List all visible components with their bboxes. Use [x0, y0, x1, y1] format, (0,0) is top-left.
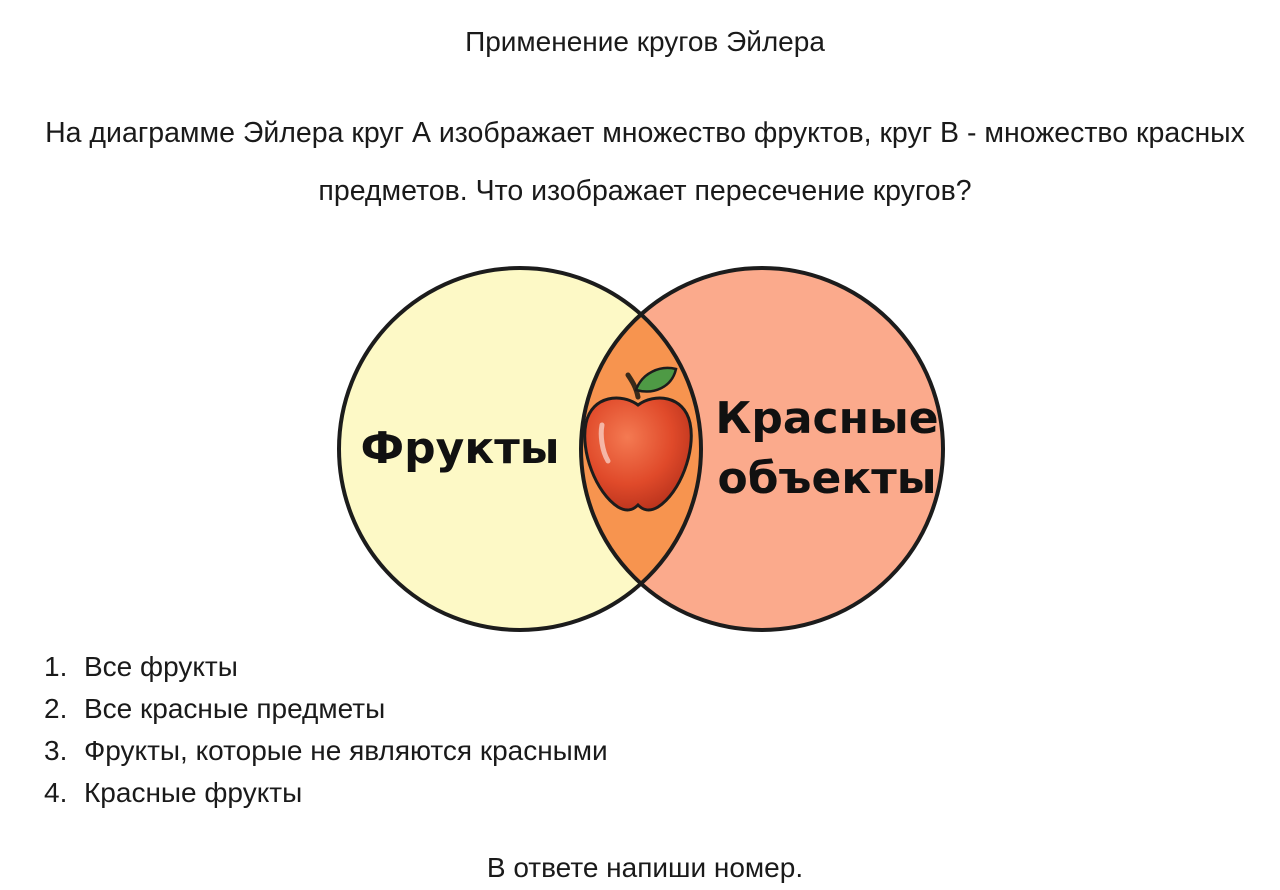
answer-option: 4. Красные фрукты: [44, 772, 608, 814]
answer-option: 2. Все красные предметы: [44, 688, 608, 730]
option-text: Все фрукты: [84, 651, 238, 682]
answer-options: 1. Все фрукты 2. Все красные предметы 3.…: [44, 646, 608, 814]
answer-option: 3. Фрукты, которые не являются красными: [44, 730, 608, 772]
option-text: Фрукты, которые не являются красными: [84, 735, 608, 766]
option-number: 4.: [44, 777, 68, 808]
circle-b-label-line2: объекты: [717, 453, 936, 504]
euler-diagram-svg: Фрукты Красные объекты: [337, 266, 945, 632]
circle-b-label-line1: Красные: [715, 393, 938, 444]
question-text: На диаграмме Эйлера круг А изображает мн…: [45, 117, 1245, 207]
option-number: 2.: [44, 693, 68, 724]
option-number: 3.: [44, 735, 68, 766]
circle-b-outline: [579, 266, 945, 632]
circle-a-outline: [337, 266, 703, 632]
page-title: Применение кругов Эйлера: [465, 26, 825, 57]
option-text: Все красные предметы: [84, 693, 386, 724]
apple-icon: [583, 366, 693, 512]
footer-note: В ответе напиши номер.: [486, 852, 804, 883]
option-number: 1.: [44, 651, 68, 682]
option-text: Красные фрукты: [84, 777, 303, 808]
euler-diagram: Фрукты Красные объекты: [330, 255, 960, 645]
answer-option: 1. Все фрукты: [44, 646, 608, 688]
circle-a-label: Фрукты: [361, 423, 560, 474]
intersection-region: [581, 268, 701, 630]
